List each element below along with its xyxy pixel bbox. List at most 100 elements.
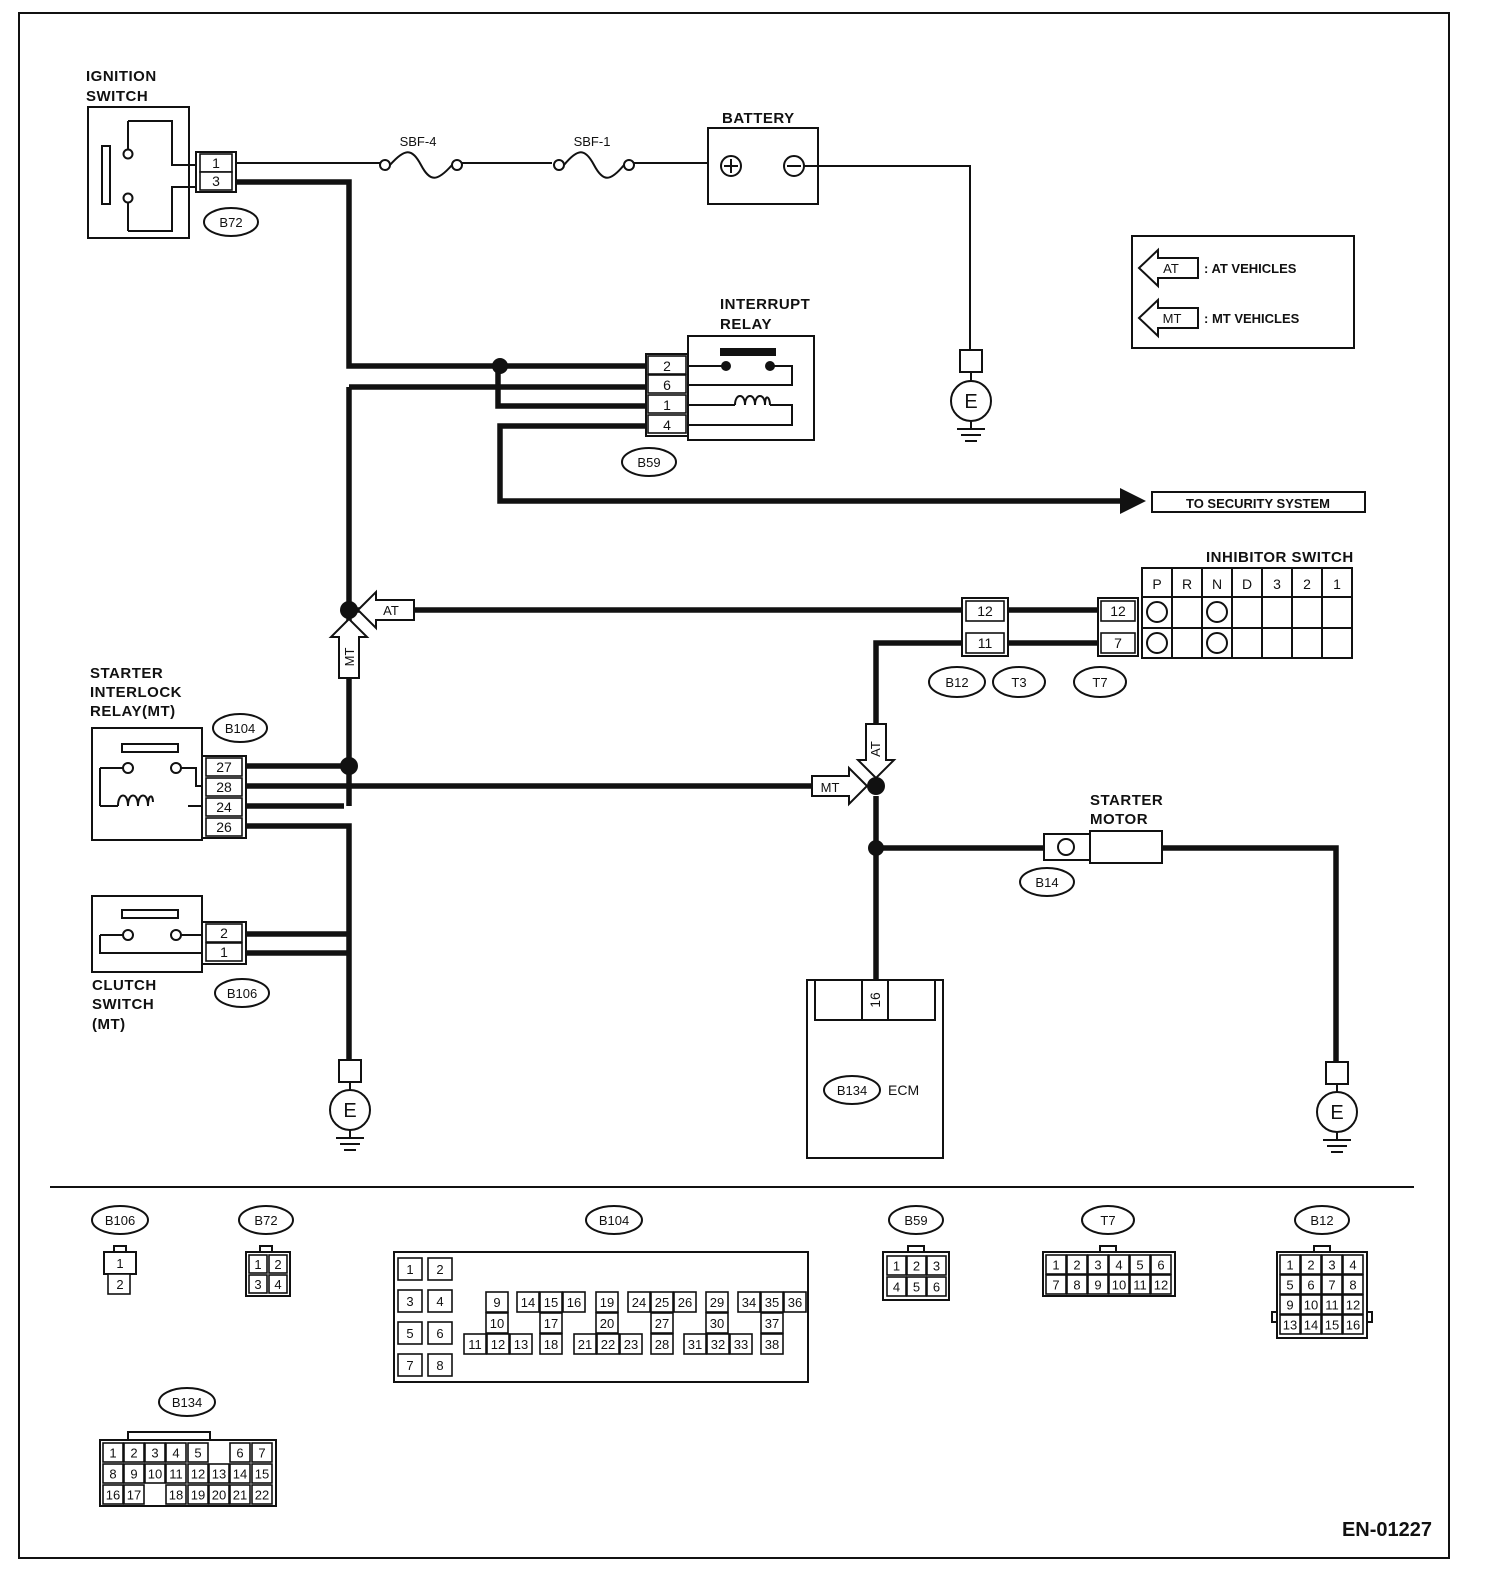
interlock-label-1: STARTER bbox=[90, 665, 163, 682]
b134-view-pin-18-cell bbox=[165, 1484, 187, 1505]
b134-view-pin-22-cell bbox=[251, 1484, 273, 1505]
ground-label-2: E bbox=[343, 1100, 356, 1122]
connector-tag-b12: B12 bbox=[945, 675, 968, 690]
b104-view-pin-21-cell bbox=[573, 1333, 597, 1355]
b104-view-pin-13-cell bbox=[509, 1333, 533, 1355]
b104-view-pin-17-cell bbox=[539, 1312, 563, 1334]
t7-view-pin-5: 5 bbox=[1136, 1258, 1143, 1273]
interrupt-relay: INTERRUPT RELAY 2 6 1 4 B59 bbox=[621, 296, 815, 477]
b59-view-pin-5-cell bbox=[906, 1276, 927, 1297]
b104-view-pin-5: 5 bbox=[406, 1326, 413, 1341]
b134-view-pin-20: 20 bbox=[212, 1488, 226, 1503]
b12-view-pin-14: 14 bbox=[1304, 1318, 1318, 1333]
b104-view-pin-37-cell bbox=[760, 1312, 784, 1334]
battery-label: BATTERY bbox=[722, 110, 795, 127]
b59-view-pin-3: 3 bbox=[933, 1259, 940, 1274]
t7-view-pin-8: 8 bbox=[1073, 1278, 1080, 1293]
b12-view-pin-14-cell bbox=[1300, 1314, 1322, 1335]
b12-view-pin-3: 3 bbox=[1328, 1258, 1335, 1273]
b134-view-pin-21: 21 bbox=[233, 1488, 247, 1503]
b72-view-pin-2: 2 bbox=[274, 1257, 281, 1272]
interlock-pin-28: 28 bbox=[216, 779, 232, 795]
b134-view-pin-1: 1 bbox=[109, 1446, 116, 1461]
b12-view-pin-16: 16 bbox=[1346, 1318, 1360, 1333]
at-arrow-down-label: AT bbox=[868, 741, 883, 757]
b59-view-pin-2: 2 bbox=[913, 1259, 920, 1274]
b104-view-pin-9-cell bbox=[485, 1291, 509, 1313]
connector-tag-b106: B106 bbox=[227, 986, 257, 1001]
b12-view-pin-2-cell bbox=[1300, 1254, 1322, 1275]
b72-view-pin-1: 1 bbox=[254, 1257, 261, 1272]
b134-view-pin-6-cell bbox=[229, 1442, 251, 1463]
b12-view-pin-11-cell bbox=[1321, 1294, 1343, 1315]
mt-arrow-up-label: MT bbox=[342, 648, 357, 667]
ecm-label: ECM bbox=[888, 1082, 919, 1098]
b104-view-pin-33: 33 bbox=[734, 1337, 748, 1352]
b134-view-pin-22: 22 bbox=[255, 1488, 269, 1503]
clutch-label-1: CLUTCH bbox=[92, 977, 157, 994]
at-arrow-top: AT bbox=[356, 589, 415, 631]
b104-view-pin-23: 23 bbox=[624, 1337, 638, 1352]
b104-view-pin-34: 34 bbox=[742, 1295, 756, 1310]
legend-at-tag: AT bbox=[1163, 261, 1179, 276]
legend: AT : AT VEHICLES MT : MT VEHICLES bbox=[1131, 235, 1355, 349]
t7-view-pin-12: 12 bbox=[1154, 1278, 1168, 1293]
b104-view-pin-13: 13 bbox=[514, 1337, 528, 1352]
b59-view-pin-4: 4 bbox=[893, 1280, 900, 1295]
b12-view-pin-15: 15 bbox=[1325, 1318, 1339, 1333]
b12-view-pin-1-cell bbox=[1279, 1254, 1301, 1275]
connector-tag-b104: B104 bbox=[225, 721, 255, 736]
t7-view-pin-9-cell bbox=[1087, 1274, 1109, 1295]
b104-view-pin-18-cell bbox=[539, 1333, 563, 1355]
b12-view-pin-6-cell bbox=[1300, 1274, 1322, 1295]
connector-tag-t3: T3 bbox=[1011, 675, 1026, 690]
b104-view-pin-3: 3 bbox=[406, 1294, 413, 1309]
b104-view-pin-11-cell bbox=[463, 1333, 487, 1355]
t7-view-pin-10: 10 bbox=[1112, 1278, 1126, 1293]
b104-view-pin-15: 15 bbox=[544, 1295, 558, 1310]
junctions bbox=[340, 358, 885, 856]
ignition-switch: IGNITION SWITCH 1 3 B72 bbox=[86, 68, 259, 239]
b104-view-pin-1: 1 bbox=[406, 1262, 413, 1277]
b104-view-pin-2-cell bbox=[427, 1257, 453, 1281]
b134-view-pin-6: 6 bbox=[236, 1446, 243, 1461]
b104-view-pin-33-cell bbox=[729, 1333, 753, 1355]
b104-view-pin-11: 11 bbox=[468, 1337, 482, 1352]
t7-view-pin-1-cell bbox=[1045, 1254, 1067, 1275]
b104-view-pin-20-cell bbox=[595, 1312, 619, 1334]
interrupt-relay-label-1: INTERRUPT bbox=[720, 296, 810, 313]
b59-view-pin-4-cell bbox=[886, 1276, 907, 1297]
view-tag-b104: B104 bbox=[599, 1213, 629, 1228]
b134-view-pin-3-cell bbox=[144, 1442, 166, 1463]
security-label: TO SECURITY SYSTEM bbox=[1186, 496, 1330, 511]
ignition-pin-3: 3 bbox=[212, 173, 220, 189]
b104-view-pin-38: 38 bbox=[765, 1337, 779, 1352]
b134-view-pin-15-cell bbox=[251, 1463, 273, 1484]
b134-view-pin-15: 15 bbox=[255, 1467, 269, 1482]
b104-view-pin-16: 16 bbox=[567, 1295, 581, 1310]
b134-view-pin-10: 10 bbox=[148, 1467, 162, 1482]
b104-view-pin-10: 10 bbox=[490, 1316, 504, 1331]
t7-view-pin-10-cell bbox=[1108, 1274, 1130, 1295]
b104-view-pin-18: 18 bbox=[544, 1337, 558, 1352]
t7-view-pin-2-cell bbox=[1066, 1254, 1088, 1275]
b104-view-pin-4-cell bbox=[427, 1289, 453, 1313]
b104-view-pin-27-cell bbox=[650, 1312, 674, 1334]
b134-view-pin-4-cell bbox=[165, 1442, 187, 1463]
b12-view-pin-5-cell bbox=[1279, 1274, 1301, 1295]
b104-view-pin-2: 2 bbox=[436, 1262, 443, 1277]
b134-view-pin-4: 4 bbox=[172, 1446, 179, 1461]
interlock-pin-24: 24 bbox=[216, 799, 232, 815]
b12-view-pin-15-cell bbox=[1321, 1314, 1343, 1335]
b134-view-pin-21-cell bbox=[229, 1484, 251, 1505]
b134-view-pin-14: 14 bbox=[233, 1467, 247, 1482]
ignition-switch-label-2: SWITCH bbox=[86, 88, 148, 105]
b104-view-pin-24: 24 bbox=[632, 1295, 646, 1310]
b12-view-pin-6: 6 bbox=[1307, 1278, 1314, 1293]
b134-view-pin-12-cell bbox=[187, 1463, 209, 1484]
b104-view-pin-3-cell bbox=[397, 1289, 423, 1313]
battery-feed-wire: SBF-4 SBF-1 bbox=[236, 134, 710, 179]
ground-label-3: E bbox=[1330, 1102, 1343, 1124]
legend-mt-tag: MT bbox=[1163, 311, 1182, 326]
